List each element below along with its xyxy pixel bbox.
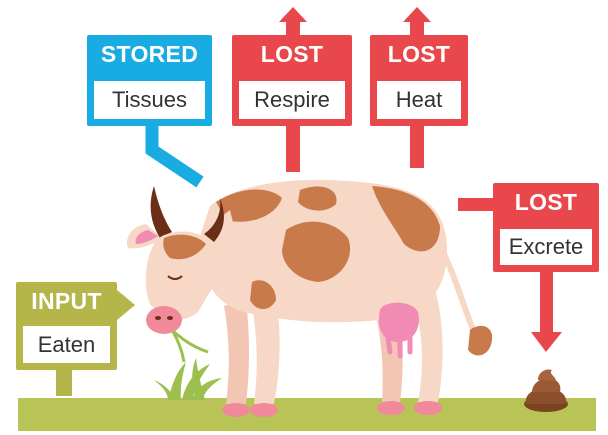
excrete-text: Excrete xyxy=(500,229,592,265)
heat-text: Heat xyxy=(377,81,461,119)
lost-excrete-heading: LOST xyxy=(493,189,599,216)
ground-strip xyxy=(18,398,596,431)
respire-text: Respire xyxy=(239,81,345,119)
stored-label-box: STORED Tissues xyxy=(87,35,212,126)
stored-connector xyxy=(152,120,200,182)
lost-excrete-box: LOST Excrete xyxy=(493,183,599,272)
stored-text: Tissues xyxy=(94,81,205,119)
poop-icon xyxy=(524,369,568,412)
arrow-up-icon xyxy=(279,7,307,22)
lost-heat-heading: LOST xyxy=(370,41,468,68)
arrow-down-icon xyxy=(531,332,562,352)
eaten-text: Eaten xyxy=(23,326,110,363)
lost-heat-box: LOST Heat xyxy=(370,35,468,126)
arrow-up-icon xyxy=(403,7,431,22)
input-heading: INPUT xyxy=(16,288,117,315)
lost-respire-box: LOST Respire xyxy=(232,35,352,126)
lost-respire-heading: LOST xyxy=(232,41,352,68)
arrow-right-icon xyxy=(117,290,135,320)
grass-tuft-icon xyxy=(154,358,222,400)
cow-illustration xyxy=(127,180,492,417)
input-label-box: INPUT Eaten xyxy=(16,282,117,370)
stored-heading: STORED xyxy=(87,41,212,68)
